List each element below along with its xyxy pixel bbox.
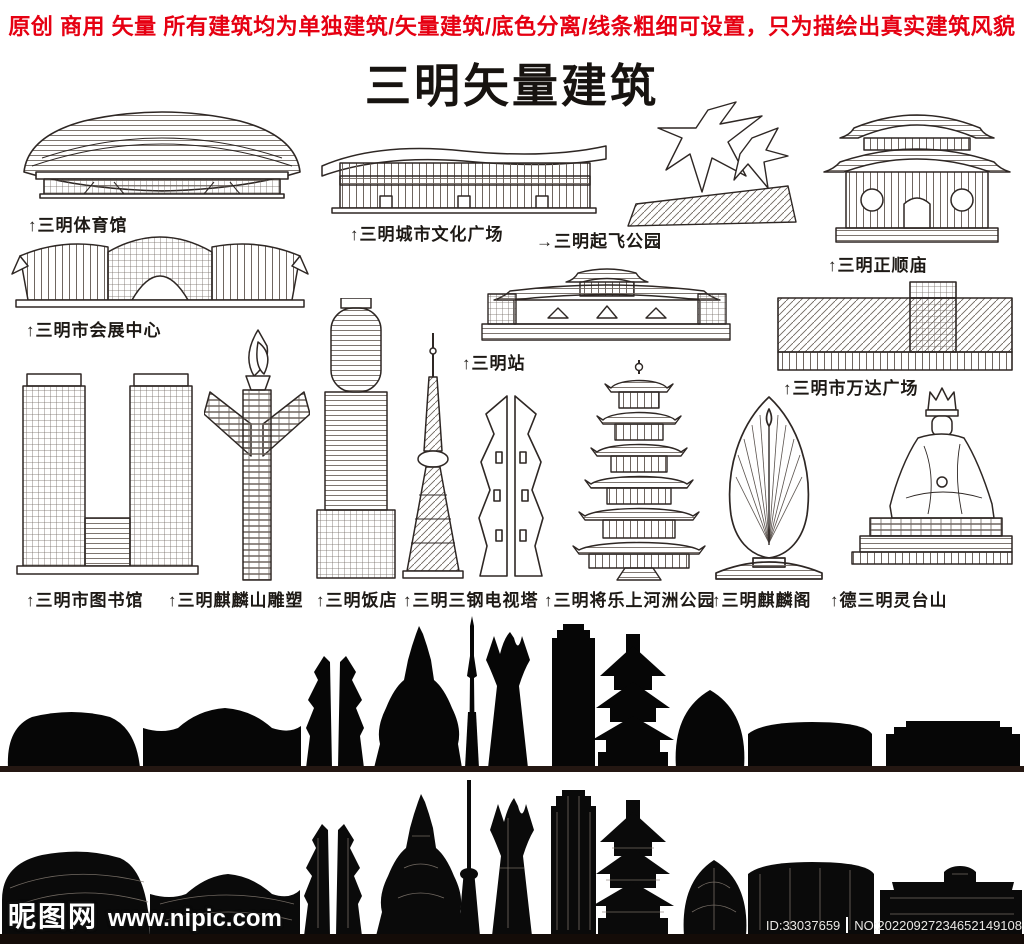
page-title: 三明矢量建筑: [365, 60, 659, 112]
label-convention-center: ↑三明市会展中心: [26, 321, 162, 340]
skyline-baseline-bar: [0, 766, 1024, 772]
label-hotel: ↑三明饭店: [316, 591, 398, 610]
stamp-no-text: NO:20220927234652149108: [854, 917, 1022, 933]
illustration-wanda-plaza: [777, 281, 1013, 371]
illustration-qilin-mountain-sculpture: [204, 329, 310, 581]
illustration-city-library: [16, 373, 199, 575]
skyline-silhouette-detailed: [2, 780, 1022, 936]
label-tv-tower: ↑三明三钢电视塔: [403, 591, 539, 610]
stamp-id-text: ID:33037659: [765, 917, 841, 933]
illustration-sanming-hotel: [316, 298, 396, 579]
nipic-logo-text: 昵图网: [8, 901, 99, 932]
label-station: ↑三明站: [462, 354, 526, 373]
illustration-tv-tower-gate: [478, 395, 544, 577]
skyline-silhouette-solid: [7, 616, 1020, 768]
illustration-lingtai-mountain-statue: [851, 387, 1013, 565]
stamp-divider: [846, 917, 849, 933]
illustration-shanghezhou-pagoda: [572, 360, 706, 581]
label-shanghezhou-park: ↑三明将乐上河洲公园: [544, 591, 716, 610]
label-wanda-plaza: ↑三明市万达广场: [783, 379, 919, 398]
label-zhengshun-temple: ↑三明正顺庙: [828, 256, 928, 275]
illustration-convention-center: [11, 236, 309, 308]
nipic-site-text: www.nipic.com: [108, 905, 282, 932]
illustration-takeoff-park-sculpture: [627, 101, 797, 227]
label-takeoff-park: →三明起飞公园: [536, 232, 662, 251]
label-gymnasium: ↑三明体育馆: [28, 216, 128, 235]
illustration-sanming-station: [481, 268, 731, 341]
illustration-culture-plaza: [321, 145, 607, 214]
illustration-sangang-tv-tower: [402, 333, 464, 579]
label-lingtai-mountain: ↑德三明灵台山: [830, 591, 948, 610]
illustration-gymnasium: [23, 111, 301, 199]
top-disclaimer-text: 原创 商用 矢量 所有建筑均为单独建筑/矢量建筑/底色分离/线条粗细可设置，只为…: [8, 14, 1016, 39]
label-culture-plaza: ↑三明城市文化广场: [350, 225, 504, 244]
illustration-qilin-pavilion: [715, 396, 823, 580]
label-qilin-pavilion: ↑三明麒麟阁: [712, 591, 812, 610]
image-id-stamp: ID:33037659 NO:20220927234652149108: [766, 917, 1022, 933]
label-library: ↑三明市图书馆: [26, 591, 144, 610]
bottom-border-bar: [0, 934, 1024, 944]
watermark: 昵图网 www.nipic.com: [8, 895, 282, 935]
illustration-zhengshun-temple: [823, 114, 1011, 243]
label-qilin-sculpture: ↑三明麒麟山雕塑: [168, 591, 304, 610]
